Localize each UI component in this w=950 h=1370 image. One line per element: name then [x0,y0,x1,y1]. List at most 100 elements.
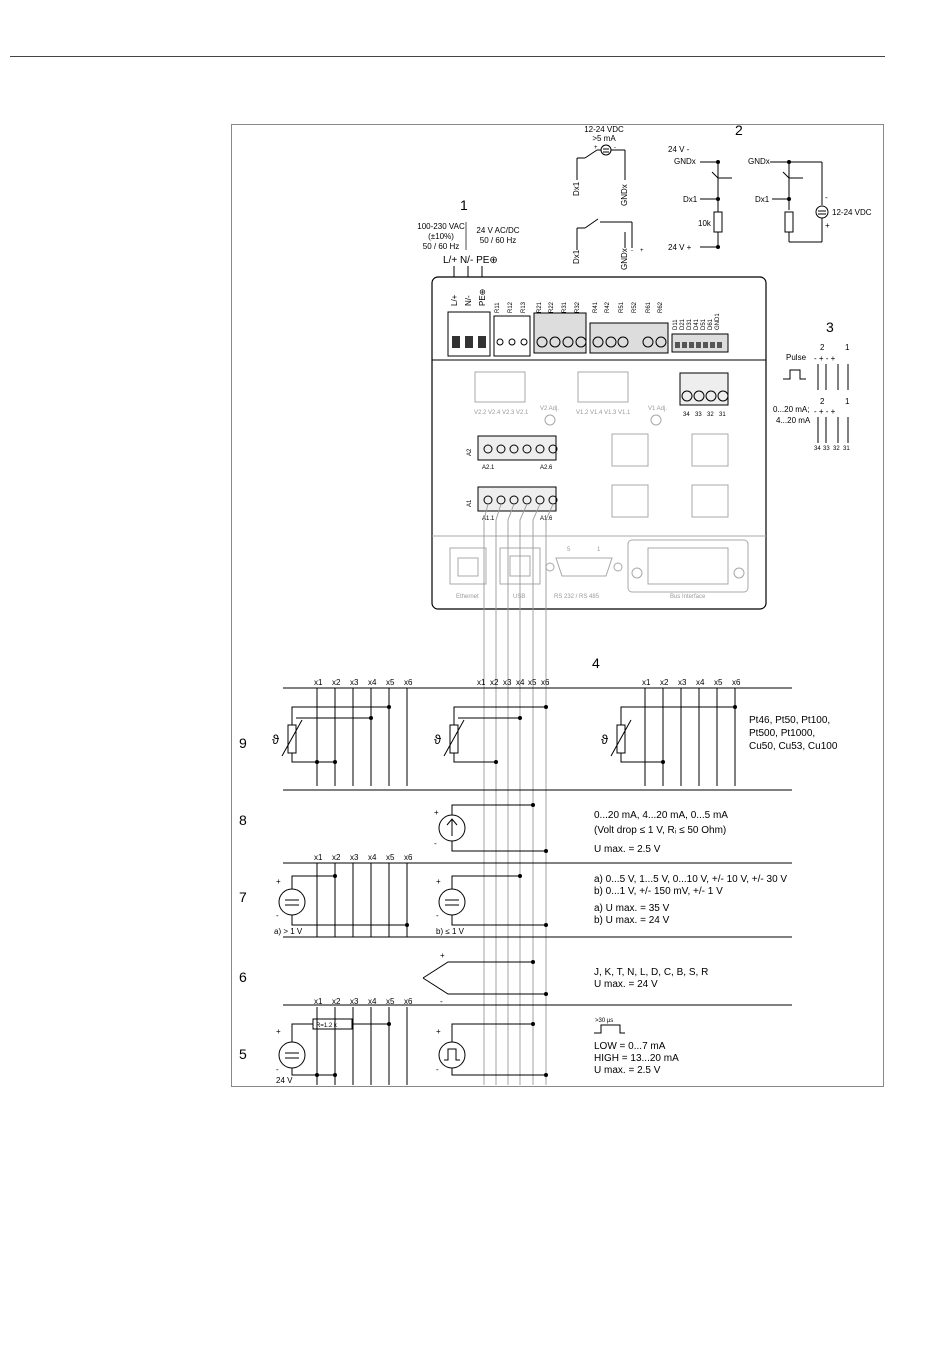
device-panel: L/+ N/- PE⊕ R11 R12 R13 R21 R22 R31 R32 … [431,276,767,610]
v-terms-left: V2.2 V2.4 V2.3 V2.1 [474,410,529,416]
r5-resistor: R=1.2 k [316,1023,338,1029]
ac-frequency: 50 / 60 Hz [423,242,459,251]
svg-text:A2.1: A2.1 [482,465,495,471]
a1-label: A1 [467,499,473,507]
svg-text:N/-: N/- [464,295,473,306]
di-minus-2: - [631,248,633,254]
callout-4: 4 [592,655,600,671]
row-8-current: 8 R=1.2 k + - 0...20 mA, 4...20 mA, 0...… [239,803,728,855]
switch-icon-2 [584,218,599,229]
rs232-port [555,557,613,577]
digital-input-switch: 12-24 VDC >5 mA + - Dx1 GNDx - + Dx1 GND… [572,125,644,270]
svg-text:R62: R62 [658,301,664,313]
r5-spec-2: HIGH = 13...20 mA [594,1053,679,1064]
svg-text:x6: x6 [404,997,413,1006]
svg-text:+: + [276,1027,281,1036]
resistor-icon-2 [784,211,794,233]
r7-note-a: a) > 1 V [274,927,303,936]
svg-text:x1: x1 [314,678,323,687]
ext-plus-2: + [825,221,830,230]
digital-input-transistor: 24 V - GNDx Dx1 10k 24 V + GNDx Dx1 [668,145,872,252]
svg-text:x1: x1 [642,678,651,687]
option-slot-s2 [611,484,649,518]
dc-source-icon-2 [815,205,829,219]
supply-right: 12-24 VDC [832,208,872,217]
svg-text:L/+: L/+ [450,294,459,306]
option-slot-v2 [474,371,526,403]
svg-text:+: + [276,877,281,886]
svg-text:R12: R12 [508,301,514,313]
r9-spec-2: Pt500, Pt1000, [749,728,815,739]
svg-text:x4: x4 [696,678,705,687]
svg-text:x6: x6 [732,678,741,687]
svg-text:x1: x1 [314,997,323,1006]
bus-interface-port [627,539,749,593]
svg-text:- + - +: - + - + [814,354,836,363]
svg-text:x3: x3 [350,678,359,687]
svg-text:- + - +: - + - + [814,407,836,416]
svg-text:R11: R11 [495,302,501,313]
svg-text:x4: x4 [516,678,525,687]
callout-2: 2 [735,122,743,138]
ac-voltage: 100-230 VAC [417,222,465,231]
ext-24v-plus: 24 V + [668,243,692,252]
svg-text:32: 32 [833,446,840,452]
svg-text:R42: R42 [605,301,611,313]
pulse-source-icon [438,1041,466,1069]
a1-wire-bundle [483,503,554,1085]
relay-connector-1 [533,312,587,354]
svg-text:x2: x2 [332,678,341,687]
svg-text:1: 1 [845,397,850,406]
callout-1: 1 [460,197,468,213]
svg-text:5: 5 [567,547,571,553]
r7-spec-4: b) U max. = 24 V [594,915,670,926]
r8-spec-3: U max. = 2.5 V [594,844,661,855]
transistor-icon-2 [782,171,790,179]
svg-text:-: - [440,997,443,1006]
svg-text:x4: x4 [368,997,377,1006]
dx1-label-1: Dx1 [683,195,698,204]
svg-text:R32: R32 [575,301,581,313]
row-6-thermocouple: 6 +- J, K, T, N, L, D, C, B, S, R U max.… [239,951,708,1006]
r7-spec-2: b) 0...1 V, +/- 150 mV, +/- 1 V [594,886,723,897]
row-7-number: 7 [239,889,247,905]
r6-spec-2: U max. = 24 V [594,979,658,990]
ext-24v-minus: 24 V - [668,145,690,154]
svg-text:1: 1 [845,343,850,352]
pulse-box: Pulse 2 1 - + - + 0...20 mA; 4...20 mA 2… [773,343,850,452]
svg-text:D41: D41 [694,318,700,330]
rs232-label: RS 232 / RS 485 [554,594,600,600]
svg-text:x6: x6 [541,678,550,687]
di-dx1-b: Dx1 [572,249,581,264]
svg-text:33: 33 [695,412,702,418]
svg-text:D11: D11 [673,319,679,330]
svg-text:x2: x2 [490,678,499,687]
svg-text:31: 31 [843,446,850,452]
row-5-number: 5 [239,1046,247,1062]
svg-text:A1.1: A1.1 [482,516,495,522]
r5-spec-1: LOW = 0...7 mA [594,1041,666,1052]
transistor-icon [711,171,719,179]
pulse-label: Pulse [786,353,807,362]
svg-text:x1: x1 [477,678,486,687]
r9-spec-3: Cu50, Cu53, Cu100 [749,741,838,752]
svg-text:x3: x3 [350,997,359,1006]
power-terminal-block [447,311,491,357]
svg-text:x3: x3 [503,678,512,687]
svg-text:x4: x4 [368,853,377,862]
diagram-frame [231,124,884,1087]
dc-voltage: 24 V AC/DC [476,226,519,235]
svg-text:x6: x6 [404,853,413,862]
header-rule [10,56,885,57]
option-slot-s4 [611,433,649,467]
svg-text:34: 34 [683,412,690,418]
svg-text:1: 1 [597,547,601,553]
r7-spec-1: a) 0...5 V, 1...5 V, 0...10 V, +/- 10 V,… [594,874,787,885]
svg-text:R31: R31 [562,301,568,313]
ma-line2: 4...20 mA [776,416,811,425]
adj-v2: V2 Adj. [540,406,559,412]
di-minus: - [614,145,616,151]
svg-text:-: - [436,911,439,920]
